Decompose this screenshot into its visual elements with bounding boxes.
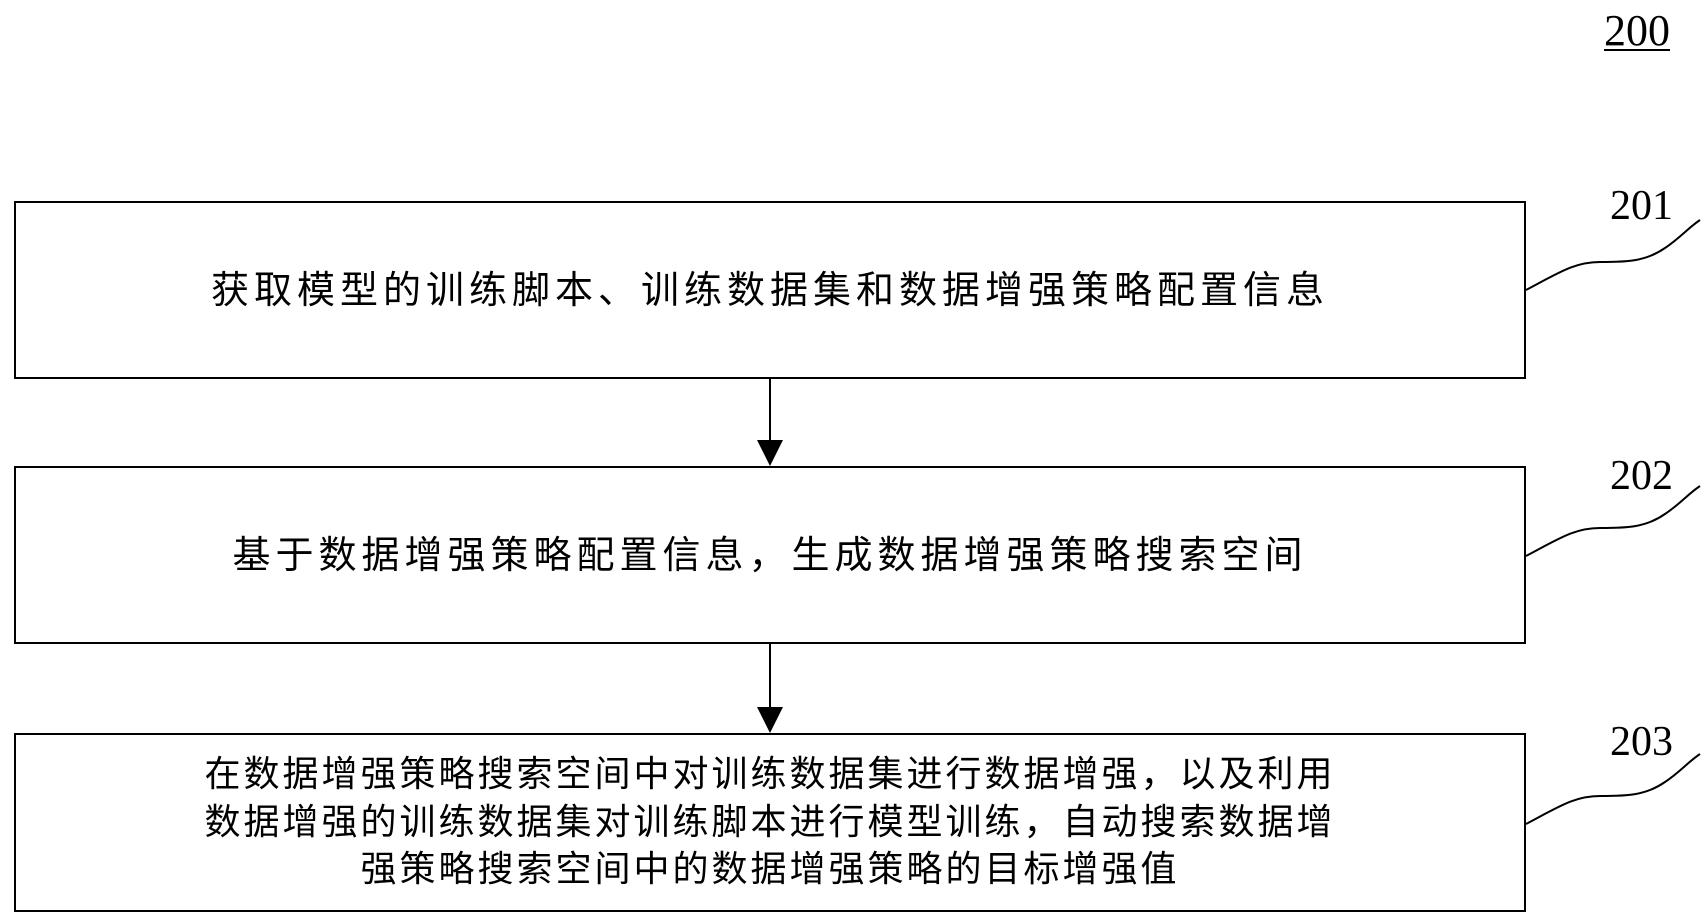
step-box-202: 基于数据增强策略配置信息，生成数据增强策略搜索空间 bbox=[14, 466, 1526, 644]
leader-line-202 bbox=[1525, 485, 1701, 557]
leader-line-201 bbox=[1525, 219, 1701, 291]
ref-label-201: 201 bbox=[1610, 183, 1673, 229]
leader-line-203 bbox=[1525, 753, 1701, 825]
step-box-203: 在数据增强策略搜索空间中对训练数据集进行数据增强，以及利用 数据增强的训练数据集… bbox=[14, 733, 1526, 912]
arrow-2-to-3 bbox=[757, 644, 783, 733]
ref-label-203: 203 bbox=[1610, 719, 1673, 765]
step-text-202: 基于数据增强策略配置信息，生成数据增强策略搜索空间 bbox=[232, 532, 1308, 577]
ref-label-202: 202 bbox=[1610, 453, 1673, 499]
step-text-201: 获取模型的训练脚本、训练数据集和数据增强策略配置信息 bbox=[210, 267, 1329, 312]
figure-number: 200 bbox=[1604, 6, 1670, 55]
arrow-1-to-2 bbox=[757, 379, 783, 466]
step-box-201: 获取模型的训练脚本、训练数据集和数据增强策略配置信息 bbox=[14, 201, 1526, 379]
step-text-203: 在数据增强策略搜索空间中对训练数据集进行数据增强，以及利用 数据增强的训练数据集… bbox=[204, 754, 1336, 891]
